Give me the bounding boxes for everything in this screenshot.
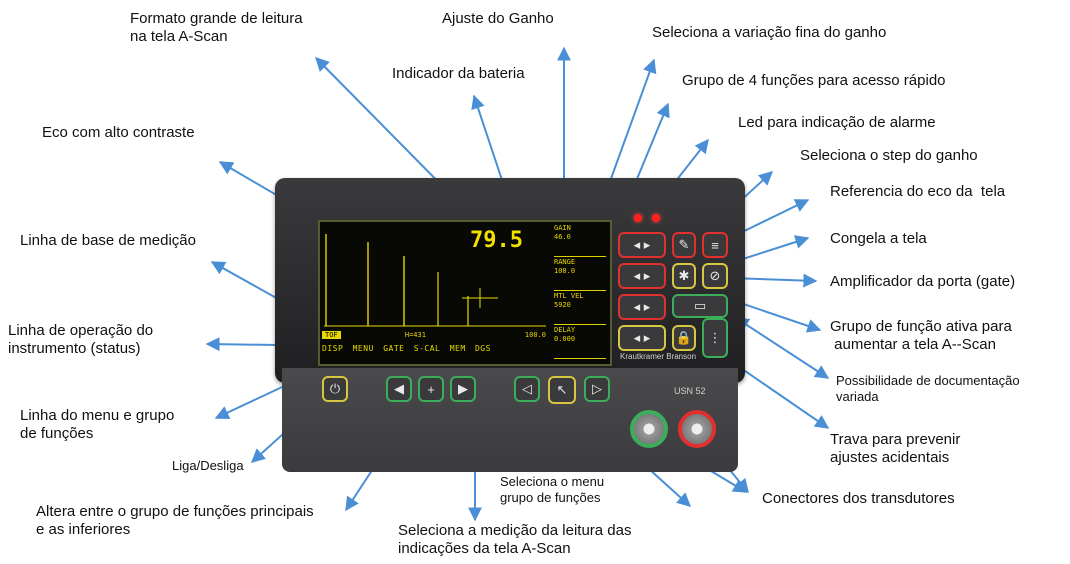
side-item-value: 0.000 xyxy=(554,335,576,343)
gate-icon: ⊘ xyxy=(709,268,721,283)
cursor-icon: ↖ xyxy=(556,382,568,397)
menu-item: DGS xyxy=(474,344,491,353)
alarm-led xyxy=(652,214,660,222)
large-reading: 79.5 xyxy=(470,228,523,253)
status-value: H=431 xyxy=(404,331,426,339)
label-variacao-fina: Seleciona a variação fina do ganho xyxy=(652,24,887,41)
label-congela: Congela a tela xyxy=(830,230,927,247)
label-conectores: Conectores dos transdutores xyxy=(762,490,955,507)
label-eco-contraste: Eco com alto contraste xyxy=(42,124,195,141)
label-altera: Altera entre o grupo de funções principa… xyxy=(36,503,314,538)
side-item-value: 5920 xyxy=(554,301,571,309)
transducer-connector-green[interactable] xyxy=(630,410,668,448)
device-lower-panel xyxy=(282,368,738,472)
asterisk-icon: ✱ xyxy=(678,268,690,283)
group-left-key[interactable]: ◀ xyxy=(386,376,412,402)
arrow-keys-icon: ◂ ▸ xyxy=(633,237,651,252)
brand-label: Krautkramer Branson xyxy=(620,352,697,361)
side-item-name: GAIN xyxy=(554,224,571,232)
lock-icon: 🔒 xyxy=(675,330,693,345)
menu-item: GATE xyxy=(383,344,405,353)
menu-left-key[interactable]: ◁ xyxy=(514,376,540,402)
label-grupo-ativa: Grupo de função ativa para aumentar a te… xyxy=(830,318,1012,353)
status-tag: TOF xyxy=(322,331,341,339)
label-seleciona-menu: Seleciona o menu grupo de funções xyxy=(500,474,605,505)
side-item-velocity: MTL VEL 5920 xyxy=(554,292,606,325)
side-item-name: RANGE xyxy=(554,258,576,266)
group-right-key[interactable]: ▶ xyxy=(450,376,476,402)
group-toggle-key[interactable]: + xyxy=(418,376,444,402)
menu-line: DISP MENU GATE S-CAL MEM DGS xyxy=(322,344,550,356)
side-item-value: 46.0 xyxy=(554,233,571,241)
side-panel: GAIN 46.0 RANGE 100.0 MTL VEL 5920 DELAY… xyxy=(554,224,606,362)
documentation-key[interactable]: ⋮ xyxy=(702,318,728,358)
status-line: TOF H=431 100.0 xyxy=(322,331,550,341)
chevron-left-icon: ◁ xyxy=(522,381,532,396)
model-label: USN 52 xyxy=(674,386,706,396)
function-key-4[interactable]: ◂ ▸ xyxy=(618,325,666,351)
label-led-alarme: Led para indicação de alarme xyxy=(738,114,936,131)
label-formato: Formato grande de leitura na tela A-Scan xyxy=(130,10,303,45)
chevron-right-icon: ▶ xyxy=(458,381,468,396)
reference-icon: ≡ xyxy=(711,237,719,253)
label-linha-menu: Linha do menu e grupo de funções xyxy=(20,407,175,442)
gate-amplifier-key[interactable]: ⊘ xyxy=(702,263,728,289)
label-amplificador: Amplificador da porta (gate) xyxy=(830,273,1016,290)
ascan-trace xyxy=(324,234,546,327)
menu-item: DISP xyxy=(322,344,344,353)
label-trava: Trava para prevenir ajustes acidentais xyxy=(830,431,961,466)
label-linha-base: Linha de base de medição xyxy=(20,232,196,249)
label-seleciona-medicao: Seleciona a medição da leitura das indic… xyxy=(398,522,632,557)
chevron-left-icon: ◀ xyxy=(394,381,404,396)
measure-select-key[interactable]: ↖ xyxy=(548,376,576,404)
menu-item: S-CAL xyxy=(413,344,441,353)
side-item-value: 100.0 xyxy=(554,267,576,275)
chevron-right-icon: ▷ xyxy=(592,381,602,396)
label-documentacao: Possibilidade de documentação variada xyxy=(836,373,1020,404)
label-grupo4: Grupo de 4 funções para acesso rápido xyxy=(682,72,946,89)
zoom-key[interactable]: ▭ xyxy=(672,294,728,318)
menu-item: MENU xyxy=(352,344,374,353)
label-step-ganho: Seleciona o step do ganho xyxy=(800,147,978,164)
arrow-keys-icon: ◂ ▸ xyxy=(633,268,651,283)
label-linha-operacao: Linha de operação do instrumento (status… xyxy=(8,322,154,357)
pencil-icon: ✎ xyxy=(678,237,690,252)
label-ajuste-ganho: Ajuste do Ganho xyxy=(442,10,554,27)
arrow-keys-icon: ◂ ▸ xyxy=(633,299,651,314)
transducer-connector-red[interactable] xyxy=(678,410,716,448)
function-key-1[interactable]: ◂ ▸ xyxy=(618,232,666,258)
echo-reference-key[interactable]: ≡ xyxy=(702,232,728,258)
ascan-screen: 79.5 TOF H=431 100.0 DISP MENU GATE S-CA… xyxy=(318,220,612,366)
label-indicador-bateria: Indicador da bateria xyxy=(392,65,525,82)
side-item-gain: GAIN 46.0 xyxy=(554,224,606,257)
function-key-2[interactable]: ◂ ▸ xyxy=(618,263,666,289)
menu-item: MEM xyxy=(449,344,466,353)
label-liga: Liga/Desliga xyxy=(172,458,244,473)
dots-icon: ⋮ xyxy=(708,330,722,345)
gain-step-key[interactable]: ✎ xyxy=(672,232,696,258)
plus-icon: + xyxy=(427,381,435,397)
power-icon: ⏻ xyxy=(329,381,341,396)
side-item-name: MTL VEL xyxy=(554,292,584,300)
side-item-range: RANGE 100.0 xyxy=(554,258,606,291)
status-right: 100.0 xyxy=(524,331,546,339)
freeze-key[interactable]: ✱ xyxy=(672,263,696,289)
menu-right-key[interactable]: ▷ xyxy=(584,376,610,402)
power-key[interactable]: ⏻ xyxy=(322,376,348,402)
label-referencia-eco: Referencia do eco da tela xyxy=(830,183,1006,200)
alarm-led xyxy=(634,214,642,222)
function-key-3[interactable]: ◂ ▸ xyxy=(618,294,666,320)
side-item-delay: DELAY 0.000 xyxy=(554,326,606,359)
arrow-keys-icon: ◂ ▸ xyxy=(633,330,651,345)
lock-key[interactable]: 🔒 xyxy=(672,325,696,351)
side-item-name: DELAY xyxy=(554,326,576,334)
zoom-icon: ▭ xyxy=(693,298,707,313)
